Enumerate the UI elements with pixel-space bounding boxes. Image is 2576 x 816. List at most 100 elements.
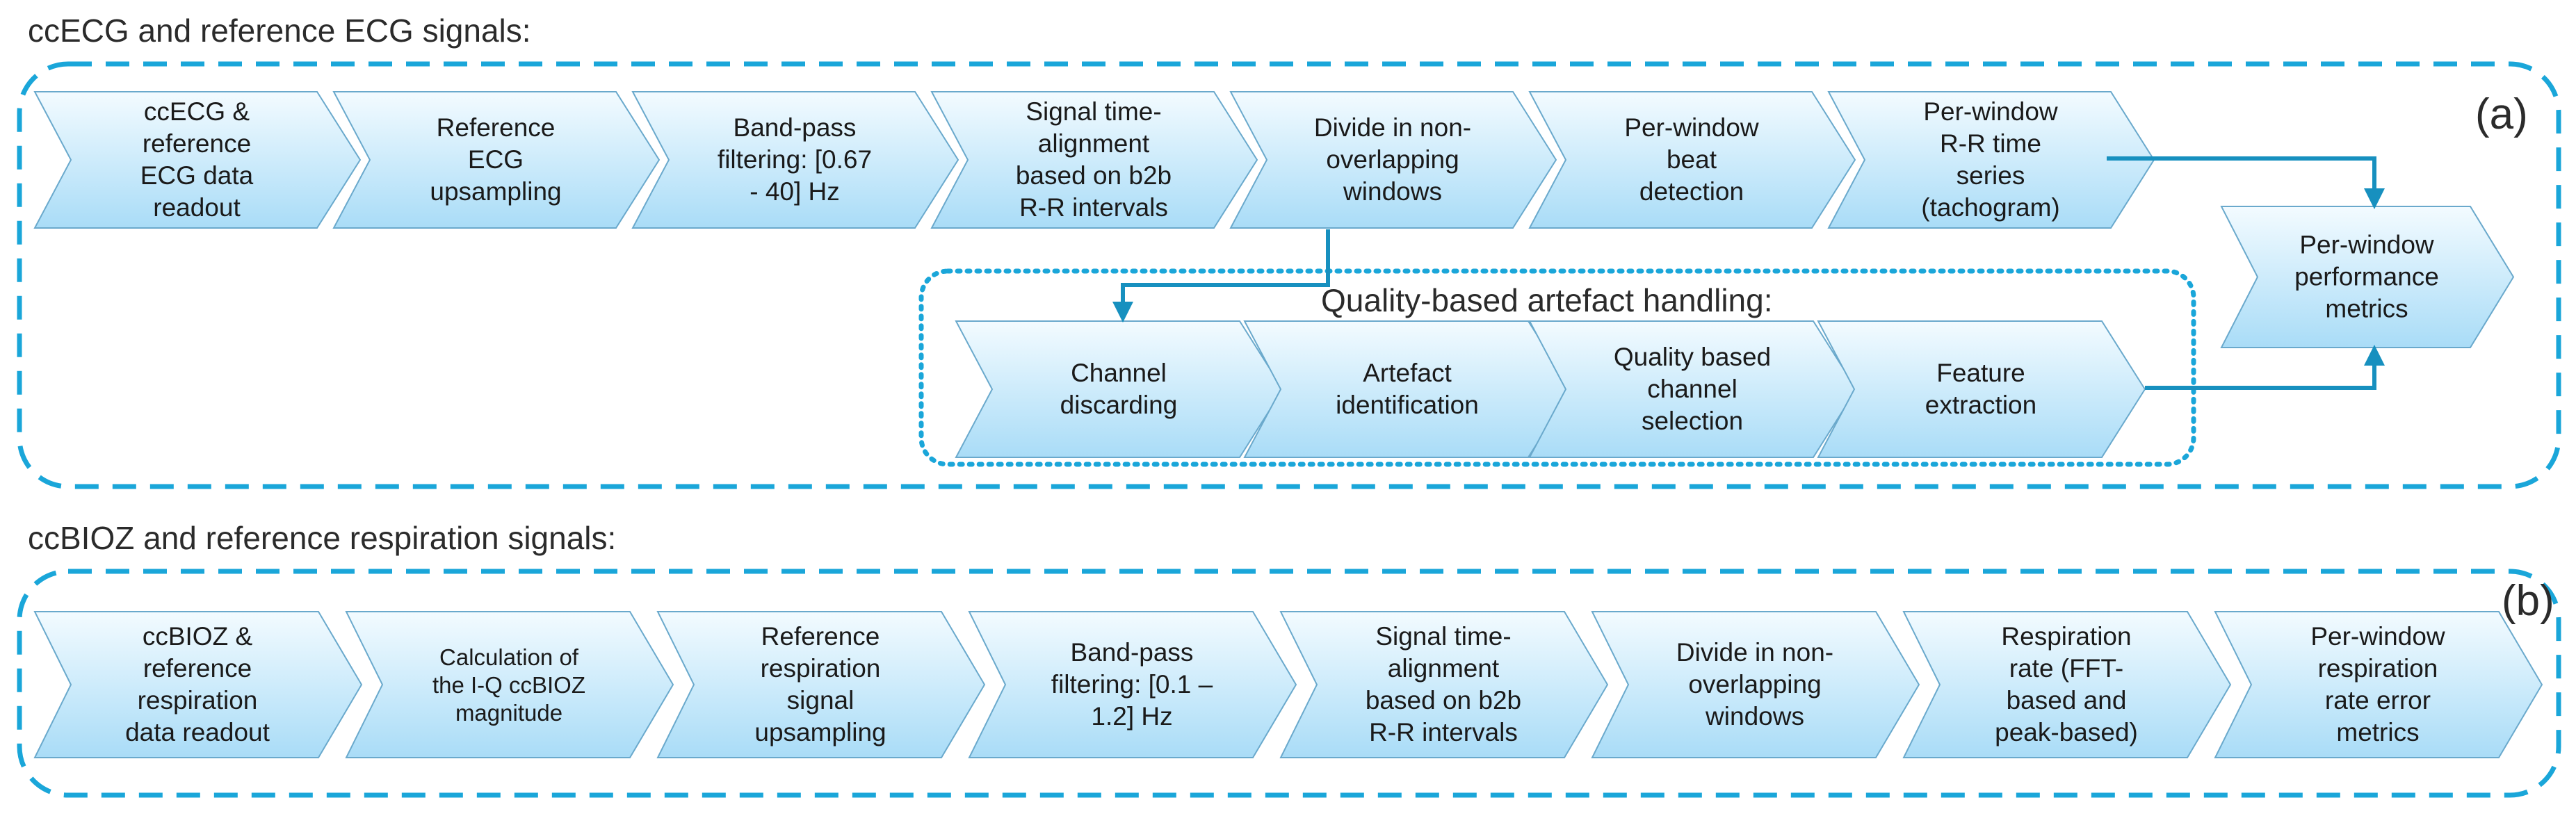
section-b-step-3: Reference respiration signal upsampling xyxy=(656,611,986,758)
section-b-step-7-label-line: Respiration xyxy=(2001,622,2131,651)
section-a-step-7-label-line: series xyxy=(1957,161,2025,190)
metrics-step-label-line: Per-window xyxy=(2299,231,2434,259)
section-b-step-3-shape xyxy=(656,611,986,758)
section-a-step-1-label-line: ECG data xyxy=(140,161,254,190)
section-b-step-7-shape xyxy=(1902,611,2232,758)
section-b-step-5-label-line: R-R intervals xyxy=(1369,718,1518,746)
section-a-step-6-label-line: detection xyxy=(1639,177,1744,206)
quality-step-4-label-line: Feature xyxy=(1936,359,2025,387)
section-b-step-5-label-line: Signal time- xyxy=(1375,622,1511,651)
section-a-step-6: Per-window beat detection xyxy=(1528,91,1856,229)
quality-step-2: Artefact identification xyxy=(1243,320,1573,458)
quality-step-1-label-line: Channel xyxy=(1071,359,1167,387)
section-b-title: ccBIOZ and reference respiration signals… xyxy=(28,520,616,556)
quality-step-3-label-line: channel xyxy=(1647,375,1737,403)
section-a-step-6-label-line: beat xyxy=(1667,145,1717,174)
section-b-step-7: Respiration rate (FFT-based and peak-based… xyxy=(1902,611,2232,758)
section-b-step-7-label-line: rate (FFT- xyxy=(2009,654,2123,683)
section-a-step-6-shape xyxy=(1528,91,1856,229)
section-b-step-6-label-line: Divide in non- xyxy=(1676,638,1833,667)
section-a-step-7-shape xyxy=(1827,91,2155,229)
section-a-step-4-label-line: Signal time- xyxy=(1026,97,1161,126)
section-b-step-2-shape xyxy=(345,611,674,758)
section-b-step-4-label-line: 1.2] Hz xyxy=(1091,702,1172,731)
metrics-step-shape xyxy=(2220,206,2515,348)
section-a-step-1-shape xyxy=(33,91,362,229)
section-a-step-1-label-line: ccECG & xyxy=(144,97,250,126)
quality-step-1-shape xyxy=(955,320,1284,458)
section-a-step-3-shape xyxy=(631,91,959,229)
quality-step-4-shape xyxy=(1817,320,2146,458)
quality-box-title: Quality-based artefact handling: xyxy=(1321,282,1773,318)
quality-step-1: Channel discarding xyxy=(955,320,1284,458)
section-b-step-4-label-line: filtering: [0.1 – xyxy=(1051,670,1213,699)
section-b-step-3-label-line: signal xyxy=(787,686,854,715)
section-b-step-8-label-line: metrics xyxy=(2336,718,2419,746)
section-b-step-3-label-line: Reference xyxy=(761,622,880,651)
section-b-step-1-label-line: reference xyxy=(143,654,252,683)
section-b-step-2-label-line: Calculation of xyxy=(439,644,579,670)
section-b-step-4: Band-pass filtering: [0.1 – 1.2] Hz xyxy=(968,611,1297,758)
section-b-step-6-label-line: overlapping xyxy=(1688,670,1821,699)
quality-step-2-label-line: identification xyxy=(1336,391,1479,419)
quality-step-3-shape xyxy=(1528,320,1858,458)
section-a-step-3-label-line: Band-pass xyxy=(734,113,857,142)
section-a-step-6-label-line: Per-window xyxy=(1624,113,1759,142)
section-a-step-3-label-line: filtering: [0.67 xyxy=(718,145,872,174)
section-a-step-1-label-line: reference xyxy=(143,129,251,158)
section-b-step-1-shape xyxy=(33,611,363,758)
quality-step-1-label-line: discarding xyxy=(1060,391,1178,419)
section-b-step-5-shape xyxy=(1279,611,1609,758)
arrow-tachogram-to-metrics xyxy=(2107,156,2385,209)
section-b-step-5-label-line: alignment xyxy=(1388,654,1500,683)
section-a-step-4-shape xyxy=(930,91,1258,229)
section-a-step-2-shape xyxy=(332,91,661,229)
section-b-step-1-label-line: ccBIOZ & xyxy=(143,622,253,651)
quality-step-2-shape xyxy=(1243,320,1573,458)
section-b-row: ccBIOZ & reference respiration data readout… xyxy=(33,611,2543,758)
section-b-step-8-label-line: Per-window xyxy=(2310,622,2445,651)
section-a-step-1-label-line: readout xyxy=(153,193,241,222)
section-b-step-5-label-line: based on b2b xyxy=(1366,686,1521,715)
section-b-tag: (b) xyxy=(2502,577,2554,625)
section-a-step-7-label-line: (tachogram) xyxy=(1921,193,2059,222)
section-b-step-7-label-line: peak-based) xyxy=(1995,718,2138,746)
section-b-step-1-label-line: data readout xyxy=(125,718,270,746)
quality-step-3-label-line: selection xyxy=(1642,407,1743,435)
section-a-step-2-label-line: upsampling xyxy=(430,177,561,206)
section-b-dashed-border xyxy=(17,569,2561,798)
section-a-dashed-border xyxy=(17,61,2561,489)
section-a-step-7-label-line: R-R time xyxy=(1940,129,2041,158)
quality-row: Channel discarding Artefact identification Q… xyxy=(955,320,2146,458)
section-a-title: ccECG and reference ECG signals: xyxy=(28,13,531,49)
metrics-step-label-line: metrics xyxy=(2325,295,2408,323)
section-a-step-5-label-line: overlapping xyxy=(1326,145,1459,174)
section-a-step-4-label-line: alignment xyxy=(1038,129,1150,158)
section-b-step-4-label-line: Band-pass xyxy=(1071,638,1194,667)
section-a-step-2-label-line: ECG xyxy=(468,145,524,174)
section-b-step-3-label-line: upsampling xyxy=(754,718,886,746)
section-a-step-2-label-line: Reference xyxy=(437,113,556,142)
quality-step-3-label-line: Quality based xyxy=(1614,343,1771,371)
arrow-divide-to-quality xyxy=(1112,229,1330,323)
section-a-step-3-label-line: - 40] Hz xyxy=(750,177,840,206)
section-b-step-2-label-line: the I-Q ccBIOZ xyxy=(432,672,585,698)
section-a-arrows xyxy=(1112,156,2385,390)
section-b-step-7-label-line: based and xyxy=(2007,686,2127,715)
arrow-feature-to-metrics xyxy=(2145,345,2385,390)
section-b-step-3-label-line: respiration xyxy=(761,654,881,683)
section-a-step-4-label-line: based on b2b xyxy=(1016,161,1172,190)
quality-step-2-label-line: Artefact xyxy=(1363,359,1452,387)
